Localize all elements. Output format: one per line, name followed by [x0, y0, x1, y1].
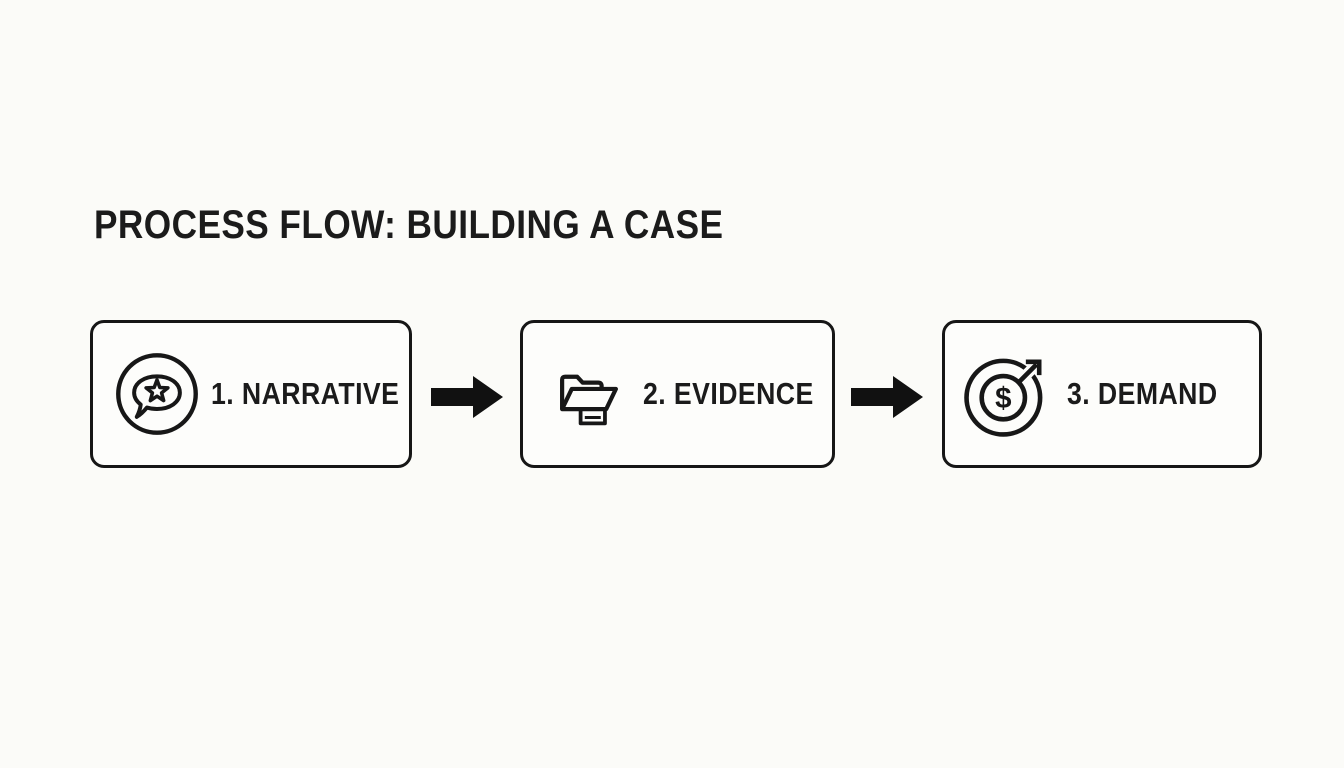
- step-label-demand: 3. DEMAND: [1067, 376, 1218, 411]
- svg-text:$: $: [995, 382, 1011, 415]
- step-label-narrative: 1. NARRATIVE: [211, 376, 400, 411]
- speech-bubble-star-icon: [113, 350, 201, 438]
- right-arrow-icon: [431, 375, 504, 419]
- step-label-evidence: 2. EVIDENCE: [643, 376, 814, 411]
- open-folder-document-icon: [547, 352, 631, 436]
- step-box-demand: $ 3. DEMAND: [942, 320, 1262, 468]
- right-arrow-icon: [851, 375, 924, 419]
- dollar-growth-arrow-icon: $: [961, 348, 1053, 440]
- step-box-narrative: 1. NARRATIVE: [90, 320, 412, 468]
- step-box-evidence: 2. EVIDENCE: [520, 320, 835, 468]
- page-title: PROCESS FLOW: BUILDING A CASE: [94, 203, 724, 247]
